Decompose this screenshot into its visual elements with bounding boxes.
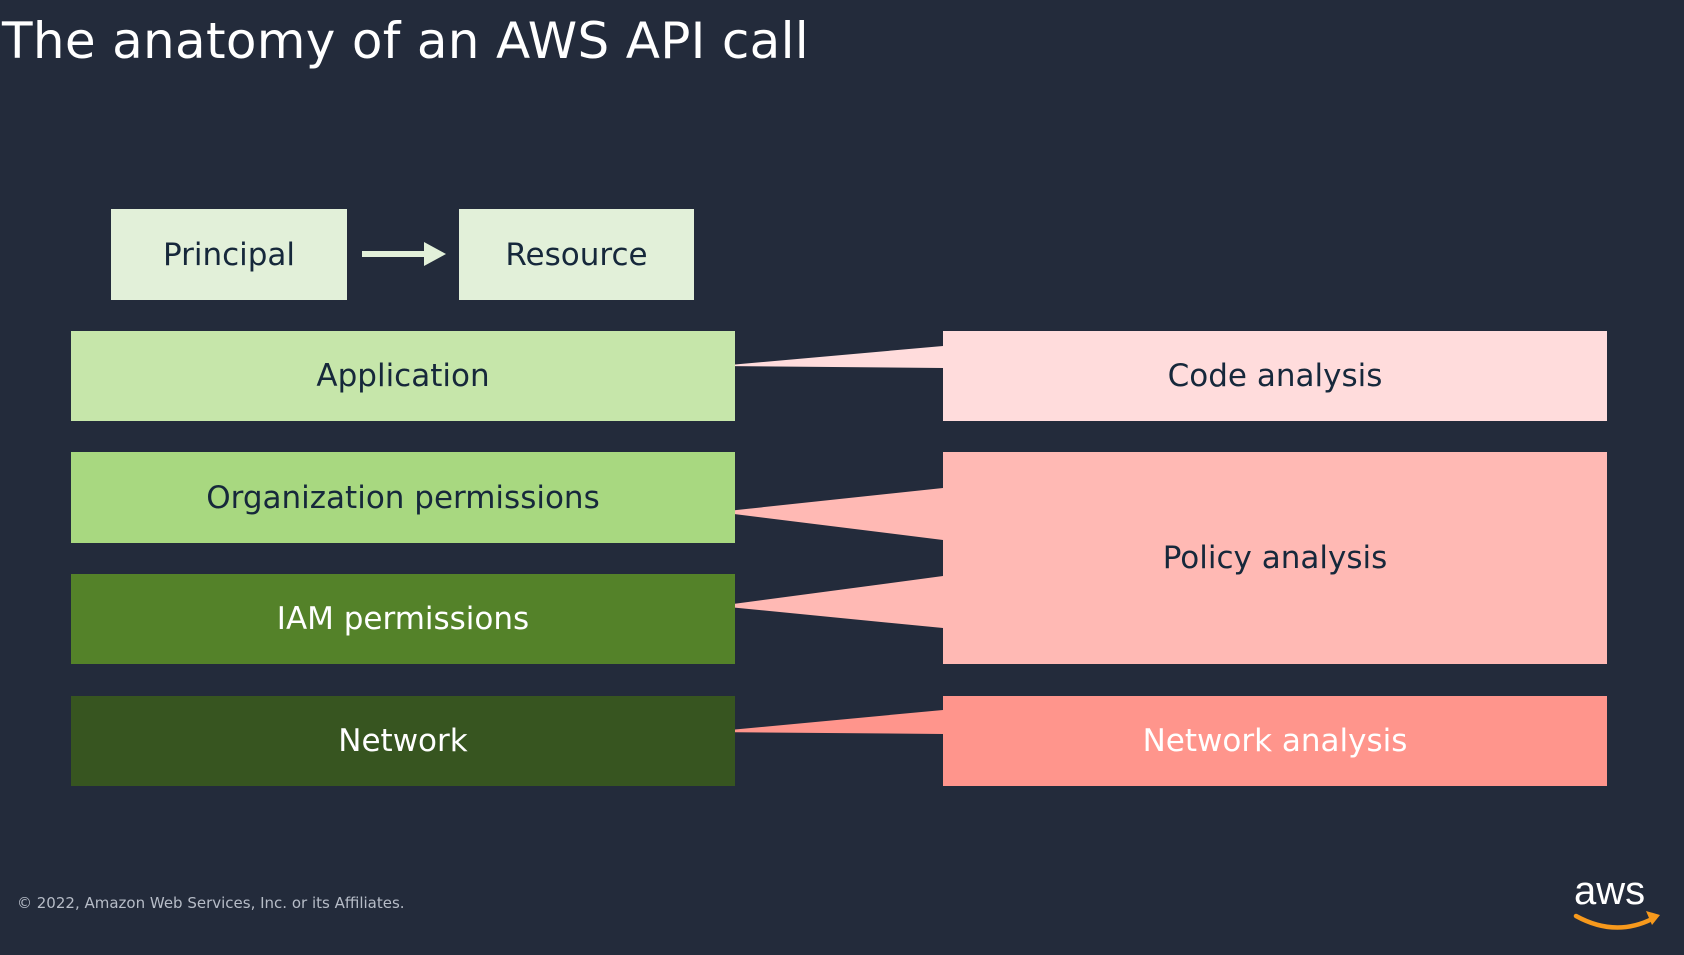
aws-smile-icon: [1573, 913, 1657, 930]
layer-application: Application: [71, 331, 735, 421]
arrow-head: [424, 242, 446, 266]
aws-logo: aws: [1573, 869, 1660, 930]
connector-iam: [718, 576, 943, 628]
aws-smile-arrow-icon: [1646, 911, 1660, 925]
analysis-code: Code analysis: [943, 331, 1607, 421]
slide-title: The anatomy of an AWS API call: [2, 12, 809, 70]
layer-organization-permissions: Organization permissions: [71, 452, 735, 543]
connector-application: [718, 346, 943, 368]
connector-network: [708, 710, 943, 734]
connector-organization: [718, 488, 943, 540]
resource-box: Resource: [459, 209, 694, 300]
layer-iam-permissions: IAM permissions: [71, 574, 735, 664]
layer-network: Network: [71, 696, 735, 786]
copyright-footer: © 2022, Amazon Web Services, Inc. or its…: [17, 894, 405, 912]
principal-box: Principal: [111, 209, 347, 300]
analysis-network: Network analysis: [943, 696, 1607, 786]
aws-logo-text: aws: [1574, 869, 1645, 913]
analysis-policy: Policy analysis: [943, 452, 1607, 664]
